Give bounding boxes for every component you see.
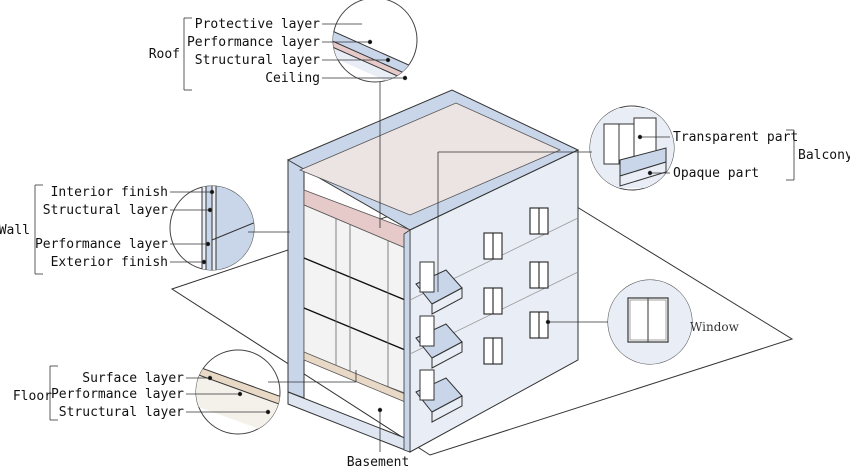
window-label: Window	[690, 320, 740, 334]
balconies	[415, 261, 463, 423]
roof-detail-bubble	[332, 0, 418, 83]
wall-group-label: Wall	[0, 223, 30, 238]
left-wall-section	[287, 159, 305, 399]
window-detail-bubble	[607, 279, 693, 365]
wall-structural-label: Structural layer	[43, 203, 168, 218]
facade-windows	[483, 207, 549, 365]
floor-group-label: Floor	[13, 389, 52, 404]
wall-detail-bubble	[169, 185, 255, 271]
balcony-transparent-label: Transparent part	[673, 130, 798, 145]
balcony-opaque-label: Opaque part	[673, 166, 759, 181]
roof-group-label: Roof	[149, 47, 180, 62]
floor-surface-label: Surface layer	[82, 371, 184, 386]
wall-performance-label: Performance layer	[35, 237, 168, 252]
front-facade-edge	[403, 229, 411, 453]
roof-protective-label: Protective layer	[195, 17, 320, 32]
balcony-group-label: Balcony	[798, 148, 850, 163]
roof-performance-label: Performance layer	[187, 35, 320, 50]
floor-structural-label: Structural layer	[59, 405, 184, 420]
basement-label: Basement	[347, 455, 410, 468]
roof-ceiling-label: Ceiling	[265, 71, 320, 86]
floor-performance-label: Performance layer	[51, 387, 184, 402]
wall-exterior-label: Exterior finish	[51, 255, 168, 270]
roof-top	[298, 102, 561, 216]
roof-structural-label: Structural layer	[195, 53, 320, 68]
balcony-detail-bubble	[589, 105, 675, 191]
wall-interior-label: Interior finish	[51, 185, 168, 200]
floor-detail-bubble	[195, 349, 281, 435]
